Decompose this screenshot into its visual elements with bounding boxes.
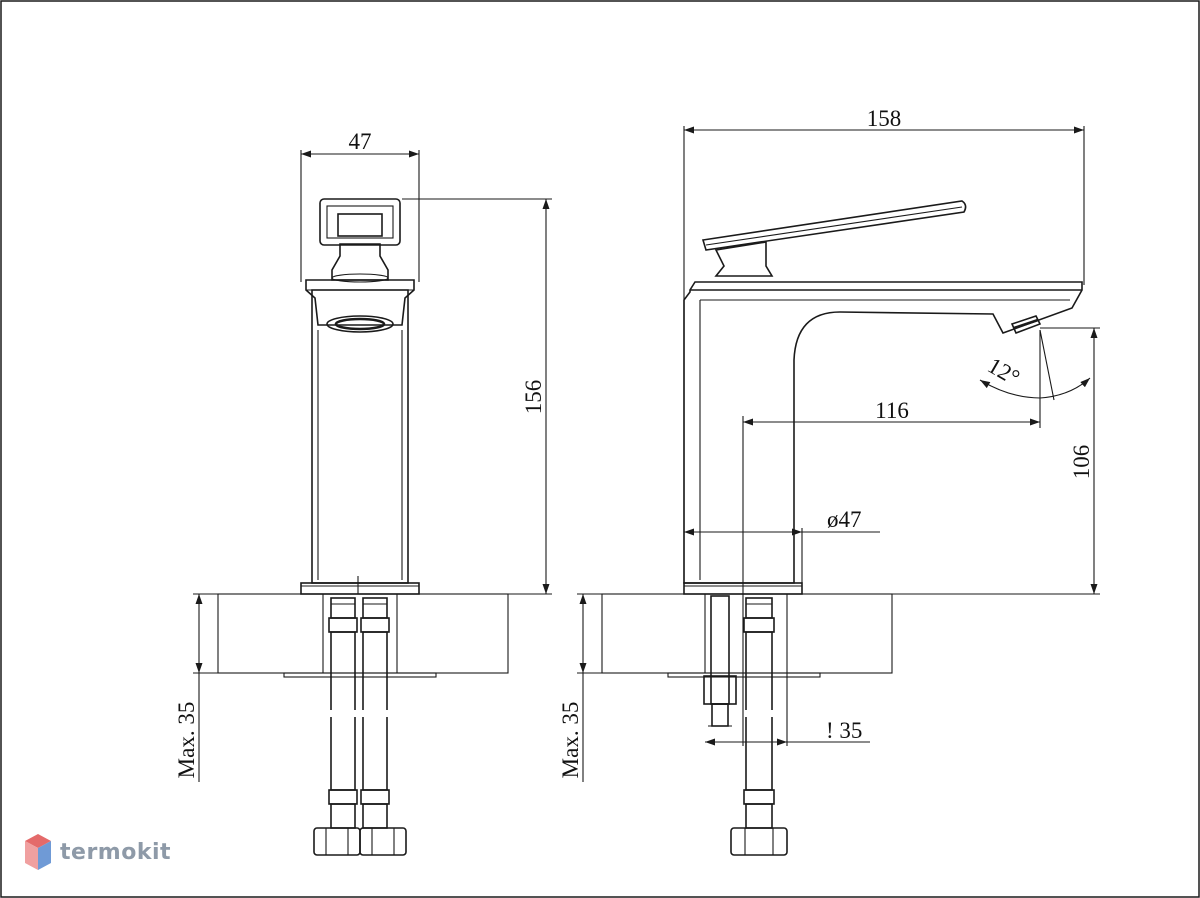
side-hole-label: ! 35	[826, 718, 862, 743]
side-view: 158 116 12° 106 ø47 ! 35 Max. 35	[558, 106, 1100, 856]
front-faucet-body	[311, 289, 409, 584]
front-thickness-label: Max. 35	[174, 702, 199, 779]
brand-logo: termokit	[24, 833, 171, 871]
front-base-plate	[300, 582, 420, 595]
side-height-label: 106	[1069, 445, 1094, 480]
side-diameter-label: ø47	[827, 507, 862, 532]
side-angle-arc	[979, 377, 1091, 399]
front-handle	[319, 198, 401, 246]
front-view: 47 156 Max. 35	[174, 129, 552, 856]
side-faucet-body	[683, 281, 1083, 584]
front-supply-hoses	[313, 597, 407, 856]
side-reach-label: 116	[875, 398, 909, 423]
front-top-cap	[305, 279, 415, 326]
side-aerator	[1010, 315, 1042, 335]
side-length-label: 158	[867, 106, 902, 131]
side-lever-handle	[701, 200, 967, 251]
side-thickness-label: Max. 35	[558, 702, 583, 779]
front-aerator	[326, 315, 394, 333]
front-countertop-gap	[323, 595, 397, 672]
cube-icon	[25, 834, 51, 870]
side-mounting-assembly	[703, 595, 788, 856]
brand-name: termokit	[60, 839, 172, 865]
front-handle-stem	[331, 243, 389, 281]
front-width-label: 47	[349, 129, 372, 154]
front-height-label: 156	[521, 380, 546, 415]
